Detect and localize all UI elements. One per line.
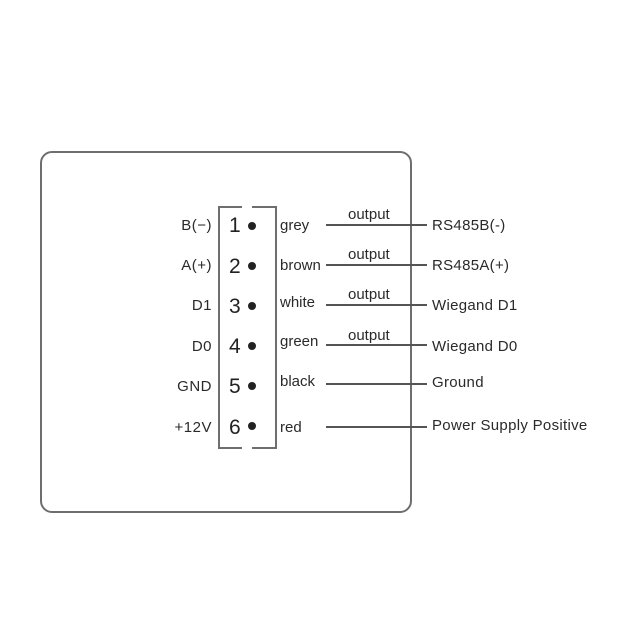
connection-line [326, 383, 427, 385]
connector-top-right-bracket [252, 206, 275, 208]
connection-line [326, 224, 427, 226]
pin-number: 6 [229, 416, 241, 439]
pin-signal-label: B(−) [181, 217, 212, 234]
wire-color-label: green [280, 333, 319, 350]
pin-dot-icon [248, 302, 256, 310]
pin-dot-icon [248, 382, 256, 390]
pin-number: 1 [229, 214, 241, 237]
wire-color-label: brown [280, 257, 321, 274]
function-label: RS485B(-) [432, 217, 506, 234]
connection-line [326, 426, 427, 428]
function-label: Power Supply Positive [432, 417, 588, 434]
pin-signal-label: GND [177, 378, 212, 395]
connector-bottom-right-bracket [252, 447, 275, 449]
pin-signal-label: +12V [174, 419, 212, 436]
connection-line [326, 344, 427, 346]
wire-color-label: black [280, 373, 316, 390]
function-label: Ground [432, 374, 484, 391]
pin-signal-label: A(+) [181, 257, 212, 274]
pin-signal-label: D1 [191, 297, 212, 314]
pin-dot-icon [248, 222, 256, 230]
output-label: output [348, 327, 390, 344]
connection-line [326, 264, 427, 266]
function-label: Wiegand D0 [432, 338, 518, 355]
output-label: output [348, 286, 390, 303]
connector-top-left-bracket [218, 206, 242, 208]
connector-bottom-left-bracket [218, 447, 242, 449]
wire-color-label: white [280, 294, 316, 311]
pin-dot-icon [248, 342, 256, 350]
pin-number: 4 [229, 335, 241, 358]
pin-signal-label: D0 [191, 338, 212, 355]
connector-block [218, 206, 277, 449]
pin-dot-icon [248, 262, 256, 270]
pin-number: 5 [229, 375, 241, 398]
pin-number: 3 [229, 295, 241, 318]
output-label: output [348, 206, 390, 223]
function-label: Wiegand D1 [432, 297, 518, 314]
pin-dot-icon [248, 422, 256, 430]
wire-color-label: grey [280, 217, 310, 234]
output-label: output [348, 246, 390, 263]
function-label: RS485A(+) [432, 257, 510, 274]
wire-color-label: red [280, 419, 302, 436]
connection-line [326, 304, 427, 306]
device-outline [40, 151, 412, 513]
pin-number: 2 [229, 255, 241, 278]
